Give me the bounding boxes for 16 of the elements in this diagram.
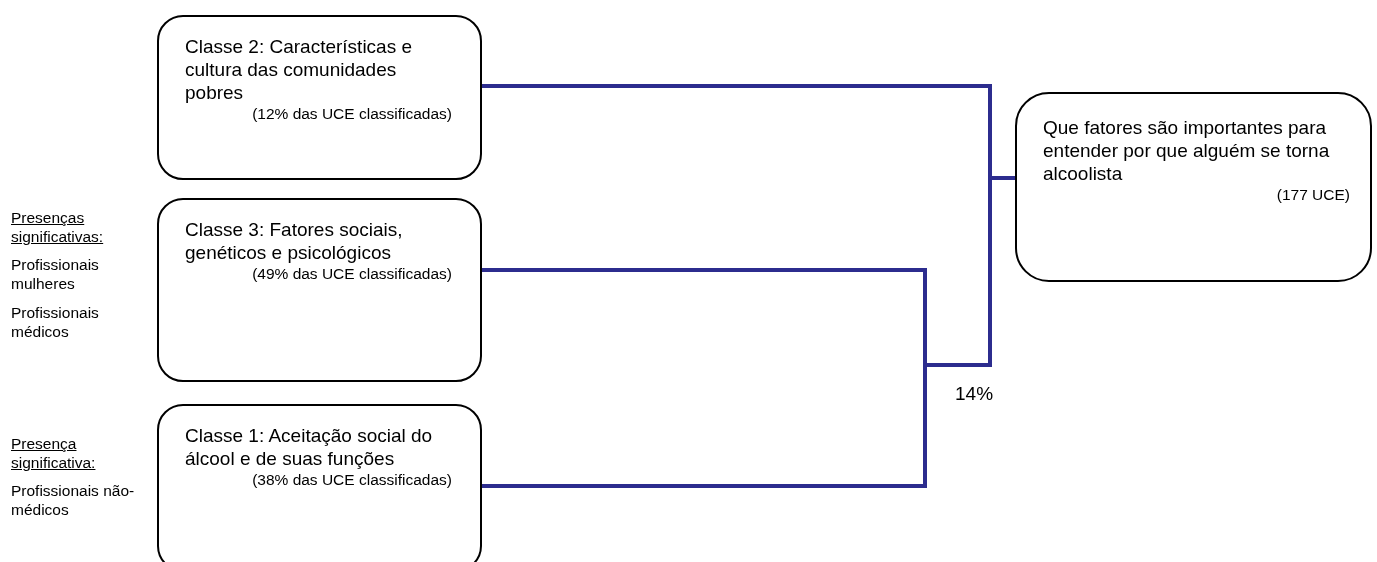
class-share: (12% das UCE classificadas)	[251, 104, 452, 123]
presence-note: Profissionais médicos	[11, 303, 100, 341]
class-share: (177 UCE)	[1275, 185, 1350, 204]
class-title: Classe 3: Fatores sociais, genéticos e psicológicos	[185, 218, 404, 264]
presence-heading: Presenças significativas:	[11, 208, 105, 246]
class-share: (38% das UCE classificadas)	[251, 470, 452, 489]
class-title: Classe 1: Aceitação social do álcool e de suas funções	[185, 424, 434, 470]
class-title: Classe 2: Características e cultura das comunidades pobres	[185, 35, 414, 104]
presence-heading: Presença significativa:	[11, 434, 97, 472]
presence-note: Profissionais não-médicos	[11, 481, 136, 519]
class-share: (49% das UCE classificadas)	[251, 264, 452, 283]
similarity-value: 14%	[955, 383, 994, 405]
class-title: Que fatores são importantes para entender por que alguém se torna alcoolista	[1043, 116, 1331, 185]
presence-note: Profissionais mulheres	[11, 255, 100, 293]
root-box	[1015, 92, 1372, 282]
class-box	[157, 15, 482, 180]
